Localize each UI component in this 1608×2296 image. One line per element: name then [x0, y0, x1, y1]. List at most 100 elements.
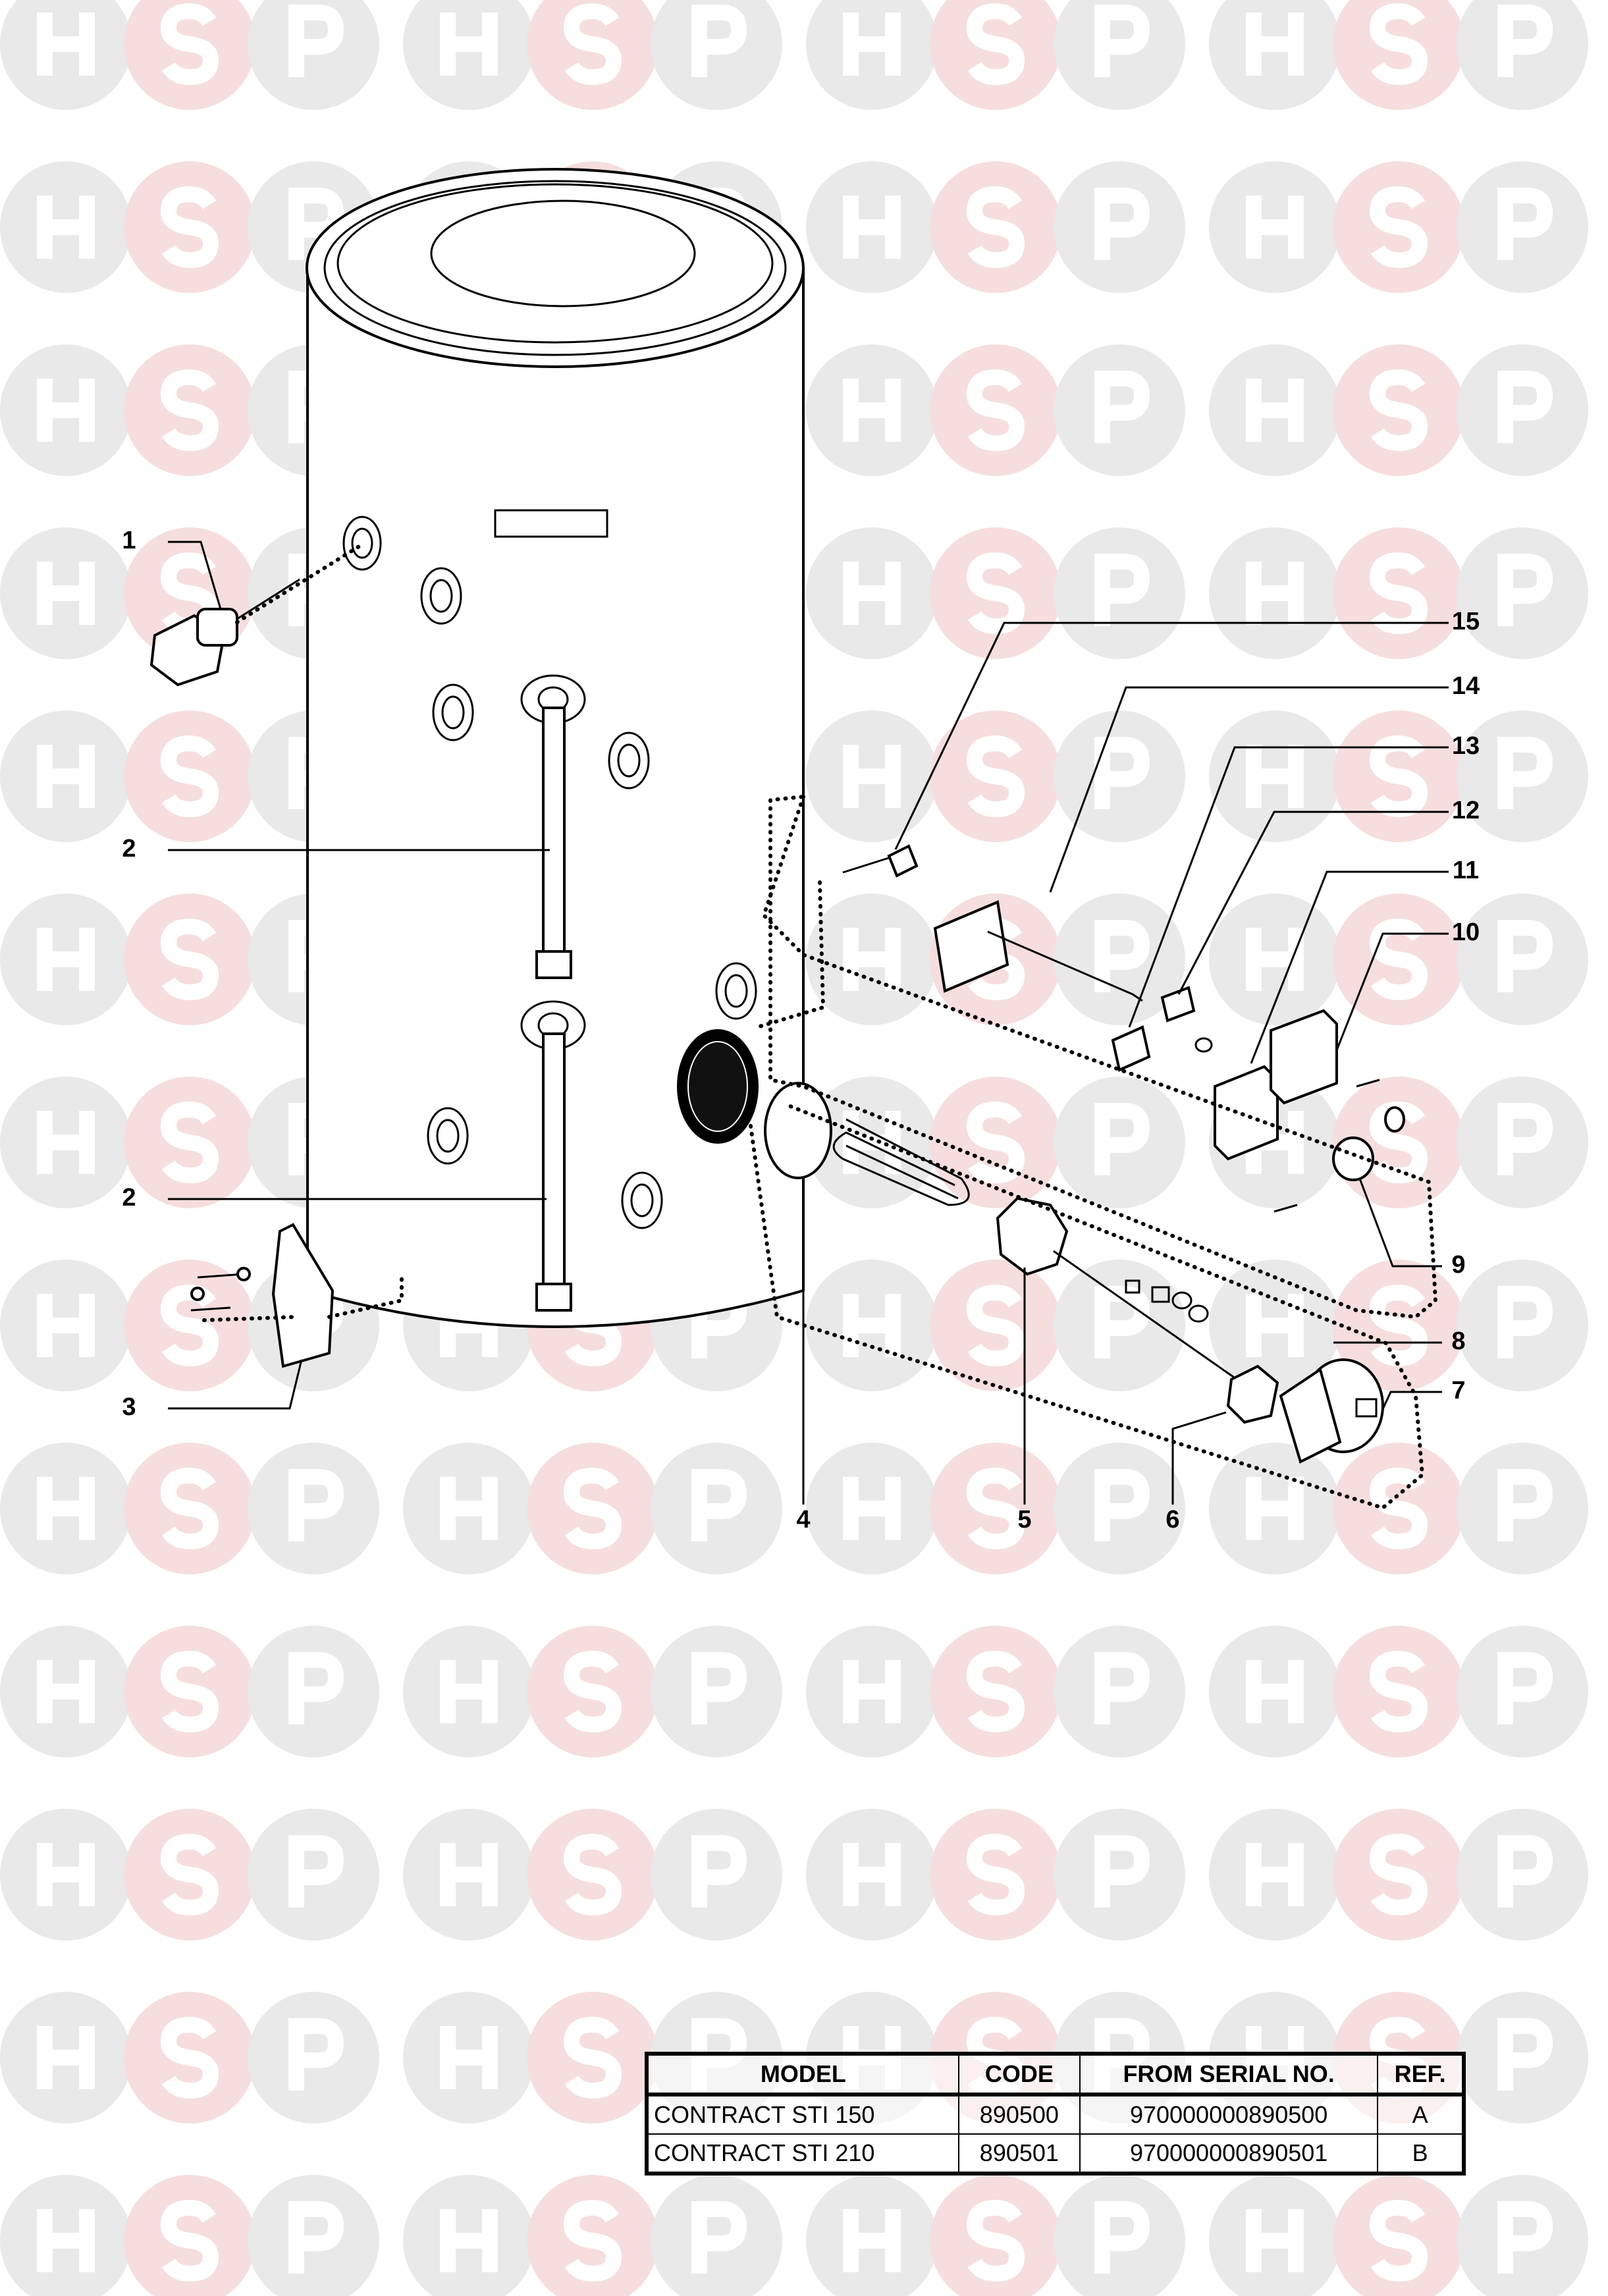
- watermark-circle: [1333, 0, 1464, 110]
- watermark-circle: [527, 0, 658, 110]
- watermark-glyph: [160, 1650, 219, 1733]
- drain-valve: [149, 545, 361, 687]
- watermark-glyph: [1497, 2201, 1553, 2274]
- watermark-glyph: [440, 1660, 498, 1723]
- watermark-glyph: [843, 562, 901, 625]
- callout-11: 11: [1453, 857, 1479, 884]
- immersion-heater: [832, 1118, 1252, 1391]
- watermark-glyph: [1094, 920, 1150, 992]
- callout-2-upper: 2: [122, 835, 136, 863]
- watermark-glyph: [691, 1652, 747, 1724]
- watermark-glyph: [843, 1843, 901, 1906]
- terminal-parts: [1125, 1279, 1209, 1323]
- callout-9: 9: [1451, 1251, 1465, 1279]
- watermark-glyph: [160, 2016, 219, 2099]
- leader-lines: [168, 541, 1449, 1505]
- callout-10: 10: [1452, 919, 1480, 946]
- watermark-glyph: [843, 13, 901, 76]
- watermark-glyph: [563, 1833, 622, 1916]
- watermark-glyph: [1369, 1650, 1428, 1733]
- callout-2-lower: 2: [122, 1184, 136, 1212]
- watermark-glyph: [1497, 554, 1553, 626]
- callout-8: 8: [1451, 1327, 1465, 1355]
- watermark-glyph: [160, 186, 219, 269]
- watermark-glyph: [1369, 3, 1428, 86]
- watermark-glyph: [1369, 186, 1428, 269]
- cell-ref: A: [1377, 2094, 1464, 2135]
- pocket-tube-lower: [535, 1032, 572, 1312]
- watermark-glyph: [37, 196, 95, 259]
- model-spec-table: MODEL CODE FROM SERIAL NO. REF. CONTRACT…: [645, 2052, 1466, 2176]
- callout-3: 3: [122, 1393, 136, 1421]
- watermark-glyph: [966, 3, 1025, 86]
- watermark-glyph: [440, 2209, 498, 2272]
- watermark-glyph: [440, 13, 498, 76]
- watermark-glyph: [1497, 1652, 1553, 1724]
- watermark-circle: [1054, 0, 1185, 110]
- callout-15: 15: [1452, 608, 1480, 635]
- watermark-glyph: [563, 2016, 622, 2099]
- header-code: CODE: [957, 2053, 1081, 2096]
- watermark-glyph: [843, 745, 901, 808]
- watermark-glyph: [37, 745, 95, 808]
- watermark-glyph: [966, 1284, 1025, 1367]
- watermark-glyph: [843, 2209, 901, 2272]
- wall-bracket: [190, 1223, 404, 1368]
- watermark-glyph: [1246, 13, 1304, 76]
- watermark-glyph: [1369, 735, 1428, 818]
- callout-1: 1: [122, 527, 136, 554]
- watermark-glyph: [160, 2199, 219, 2282]
- watermark-glyph: [966, 1467, 1025, 1550]
- watermark-glyph: [288, 2201, 344, 2274]
- callout-4: 4: [796, 1506, 810, 1534]
- watermark-glyph: [966, 1833, 1025, 1916]
- watermark-glyph: [1497, 188, 1553, 260]
- watermark-glyph: [563, 3, 622, 86]
- table-header-row: MODEL CODE FROM SERIAL NO. REF.: [646, 2053, 1464, 2096]
- cell-code: 890500: [957, 2094, 1081, 2135]
- watermark-glyph: [1497, 371, 1553, 443]
- watermark-glyph: [1094, 1103, 1150, 1175]
- watermark-glyph: [37, 2026, 95, 2089]
- watermark-glyph: [1369, 1284, 1428, 1367]
- watermark-glyph: [440, 1477, 498, 1540]
- watermark-glyph: [843, 1477, 901, 1540]
- watermark-glyph: [563, 1467, 622, 1550]
- cell-code: 890501: [957, 2133, 1081, 2174]
- table-row: CONTRACT STI 210 890501 970000000890501 …: [646, 2133, 1464, 2174]
- watermark-glyph: [37, 1111, 95, 1174]
- watermark-glyph: [37, 562, 95, 625]
- watermark-glyph: [37, 2209, 95, 2272]
- watermark-glyph: [1246, 1660, 1304, 1723]
- watermark-glyph: [966, 186, 1025, 269]
- watermark-glyph: [160, 918, 219, 1001]
- watermark-glyph: [1094, 554, 1150, 626]
- watermark-glyph: [1497, 1103, 1553, 1175]
- flange-gasket: [764, 1082, 832, 1179]
- watermark-circle: [651, 0, 782, 110]
- watermark-glyph: [1497, 920, 1553, 992]
- watermark-glyph: [288, 1469, 344, 1541]
- watermark-glyph: [1497, 2018, 1553, 2091]
- watermark-glyph: [440, 2026, 498, 2089]
- watermark-glyph: [563, 1650, 622, 1733]
- cell-model: CONTRACT STI 150: [646, 2094, 959, 2135]
- watermark-circle: [1209, 0, 1341, 110]
- watermark-glyph: [1246, 379, 1304, 442]
- watermark-glyph: [843, 928, 901, 991]
- callout-7: 7: [1451, 1377, 1465, 1404]
- watermark-glyph: [37, 928, 95, 991]
- header-ref: REF.: [1377, 2053, 1464, 2096]
- watermark-glyph: [1094, 2201, 1150, 2274]
- callout-12: 12: [1452, 797, 1480, 824]
- watermark-glyph: [1497, 1835, 1553, 1908]
- watermark-glyph: [1369, 369, 1428, 452]
- watermark-glyph: [37, 1843, 95, 1906]
- watermark-glyph: [160, 3, 219, 86]
- watermark-glyph: [160, 1101, 219, 1184]
- header-serial: FROM SERIAL NO.: [1079, 2053, 1379, 2096]
- element-thermostat: [1226, 1358, 1384, 1464]
- watermark-glyph: [37, 13, 95, 76]
- watermark-glyph: [691, 1469, 747, 1541]
